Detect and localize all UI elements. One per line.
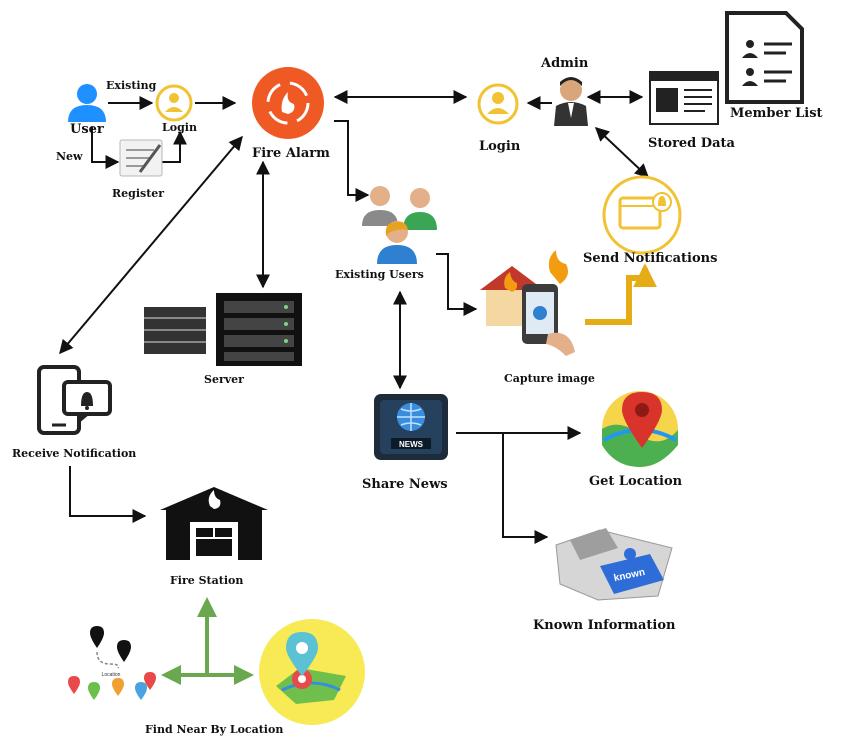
green-arrows	[161, 597, 254, 685]
server-icon	[144, 293, 302, 366]
map-pin-icon	[602, 391, 678, 467]
existing-users-label: Existing Users	[335, 268, 424, 281]
arrow-admin-send-notifications	[594, 127, 650, 178]
arrow-existing-users-capture	[436, 253, 478, 316]
get-location-label: Get Location	[589, 474, 683, 489]
admin-icon	[554, 77, 588, 126]
send-notifications-icon	[602, 175, 682, 255]
admin-label: Admin	[540, 56, 589, 71]
existing-users-icon	[362, 186, 437, 264]
news-badge-label: NEWS	[399, 440, 424, 449]
register-icon	[119, 139, 163, 177]
register-label: Register	[112, 187, 164, 200]
existing-label: Existing	[106, 79, 157, 92]
login-small-label: Login	[162, 121, 197, 134]
arrow-fire-alarm-receive-notification	[59, 135, 243, 355]
user-label: User	[70, 122, 104, 137]
fire-station-icon	[160, 487, 268, 560]
arrow-register-to-login	[162, 130, 187, 163]
fire-alarm-label: Fire Alarm	[252, 146, 330, 161]
stored-data-label: Stored Data	[648, 136, 736, 151]
news-icon: NEWS	[374, 394, 448, 460]
send-notifications-label: Send Notifications	[583, 251, 717, 266]
arrow-share-news-known-info	[502, 433, 549, 544]
find-near-by-location-label: Find Near By Location	[145, 723, 283, 736]
arrow-receive-notification-fire-station	[69, 466, 147, 523]
share-news-label: Share News	[362, 477, 448, 492]
known-information-label: Known Information	[533, 618, 676, 633]
location-pins-icon: Location	[68, 626, 156, 700]
receive-notification-icon	[37, 365, 112, 435]
receive-notification-label: Receive Notification	[12, 447, 136, 460]
server-label: Server	[204, 373, 244, 386]
nearby-map-icon	[259, 619, 365, 725]
arrow-fire-alarm-existing-users	[334, 120, 370, 202]
puzzle-icon: known	[555, 528, 673, 601]
login-icon	[477, 83, 519, 125]
member-list-label: Member List	[730, 106, 823, 121]
connectors	[59, 90, 650, 544]
member-list-icon	[725, 11, 804, 104]
capture-image-label: Capture image	[504, 372, 595, 385]
capture-image-icon	[480, 250, 575, 356]
location-caption: Location	[102, 672, 121, 678]
user-icon	[68, 84, 106, 122]
fire-alarm-icon	[252, 67, 324, 139]
new-label: New	[56, 150, 83, 163]
login-label: Login	[479, 139, 521, 154]
stored-data-icon	[649, 71, 719, 125]
arrow-capture-to-send-notifications	[585, 263, 657, 325]
login-icon-small	[155, 84, 193, 122]
fire-station-label: Fire Station	[170, 574, 243, 587]
